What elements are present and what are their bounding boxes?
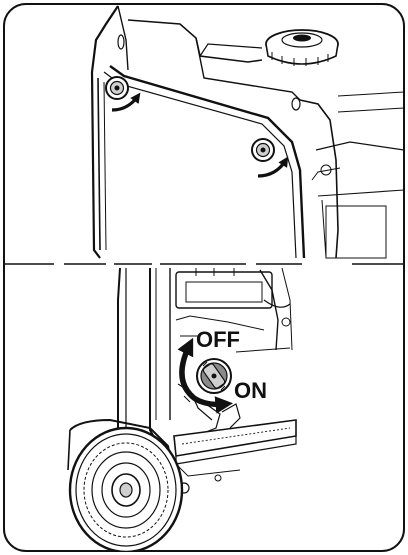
screw-icon: [251, 138, 275, 162]
bottom-panel-fuel-valve: OFF ON: [67, 267, 297, 551]
off-label: OFF: [196, 327, 240, 352]
curved-arrow-icon: [111, 92, 141, 112]
wheel-icon: [68, 426, 184, 551]
screw-icon: [105, 76, 129, 100]
on-label: ON: [234, 378, 267, 403]
curved-arrow-icon: [257, 156, 289, 178]
fuel-cap: [265, 29, 339, 66]
top-panel-side-cover: [90, 5, 404, 259]
fuel-valve-knob-icon: [196, 358, 232, 394]
illustration-frame: [3, 3, 405, 552]
curved-arrow-icon: [177, 337, 234, 414]
